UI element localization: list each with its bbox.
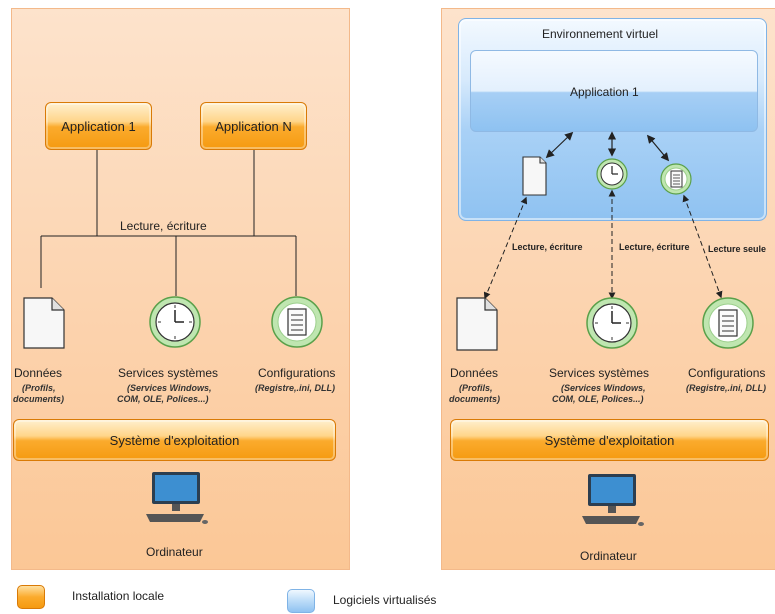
- services-label-right: Services systèmes: [549, 366, 650, 380]
- os-box-left: Système d'exploitation: [13, 419, 336, 461]
- services-label-left: Services systèmes: [118, 366, 219, 380]
- services-sub2-left: COM, OLE, Polices...): [117, 394, 209, 404]
- computer-label-right: Ordinateur: [580, 549, 637, 563]
- read-write-label-left: Lecture, écriture: [120, 219, 207, 233]
- donnees-label-left: Données: [14, 366, 63, 380]
- config-label-right: Configurations: [688, 366, 766, 380]
- read-only-label-right: Lecture seule: [708, 244, 767, 254]
- donnees-sub2-right: documents): [449, 394, 501, 404]
- read-write-label-right-1: Lecture, écriture: [512, 242, 583, 252]
- config-label-left: Configurations: [258, 366, 336, 380]
- os-box-right: Système d'exploitation: [450, 419, 769, 461]
- services-sub2-right: COM, OLE, Polices...): [552, 394, 644, 404]
- app1-label-right: Application 1: [570, 85, 639, 99]
- virtual-environment-label: Environnement virtuel: [542, 27, 659, 41]
- os-label-right: Système d'exploitation: [544, 432, 675, 448]
- services-sub1-left: (Services Windows,: [127, 383, 212, 393]
- config-sub-right: (Registre,.ini, DLL): [686, 383, 767, 393]
- config-sub-left: (Registre,.ini, DLL): [255, 383, 336, 393]
- legend-local-swatch: [17, 585, 45, 609]
- legend-virtual-label: Logiciels virtualisés: [333, 593, 437, 607]
- donnees-sub1-right: (Profils,: [459, 383, 493, 393]
- app1-box-right: [470, 50, 758, 132]
- services-sub1-right: (Services Windows,: [561, 383, 646, 393]
- donnees-sub1-left: (Profils,: [22, 383, 56, 393]
- app1-box-left: Application 1: [45, 102, 152, 150]
- computer-label-left: Ordinateur: [146, 545, 203, 559]
- donnees-label-right: Données: [450, 366, 499, 380]
- app1-label-left: Application 1: [61, 118, 136, 134]
- legend-local-label: Installation locale: [72, 589, 165, 603]
- os-label-left: Système d'exploitation: [109, 432, 240, 448]
- read-write-label-right-2: Lecture, écriture: [619, 242, 690, 252]
- donnees-sub2-left: documents): [13, 394, 65, 404]
- appN-label-left: Application N: [215, 118, 292, 134]
- appN-box-left: Application N: [200, 102, 307, 150]
- legend-virtual-swatch: [287, 589, 315, 613]
